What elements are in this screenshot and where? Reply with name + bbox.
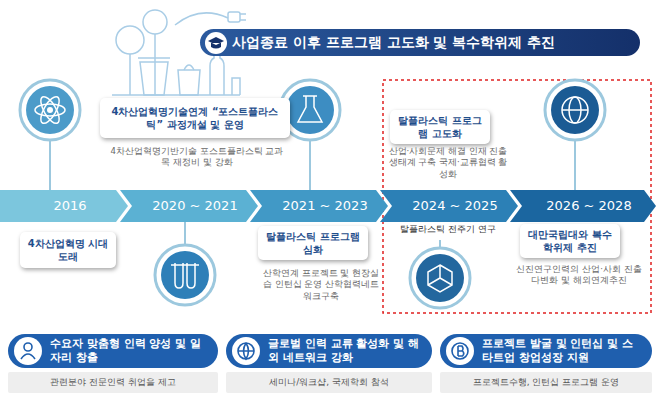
globe-lines <box>238 343 254 359</box>
globe-icon <box>545 80 605 140</box>
milestone-text: 탈플라스틱 프로그램 심화 <box>264 230 362 256</box>
nucleus <box>47 107 53 113</box>
milestone-text: 대만국립대와 복수학위제 추진 <box>526 228 614 254</box>
icon-disc <box>26 86 74 134</box>
plug <box>228 12 240 22</box>
person-body <box>21 354 35 359</box>
coin-symbol <box>458 346 464 356</box>
coin <box>452 343 468 359</box>
icon-glyph <box>21 343 35 359</box>
orbit <box>37 94 62 126</box>
goal-icon <box>445 336 475 366</box>
note-text: 탈플라스틱 전주기 연구 <box>388 224 508 235</box>
title-text: 사업종료 이후 프로그램 고도화 및 복수학위제 추진 <box>232 34 555 50</box>
timeline-chevron: 2026 ~ 2028 <box>510 190 656 222</box>
cup <box>232 78 240 95</box>
flask <box>298 96 322 122</box>
test-tube-icon <box>155 245 215 305</box>
year-label: 2026 ~ 2028 <box>510 190 656 222</box>
goal-icon <box>13 336 43 366</box>
icon-disc <box>205 32 227 54</box>
bottle <box>210 50 224 95</box>
icon-disc <box>416 254 464 302</box>
milestone-box: 대만국립대와 복수학위제 추진 <box>520 224 620 258</box>
tree-crown <box>143 10 167 34</box>
globe <box>238 343 254 359</box>
stem <box>49 140 51 190</box>
icon-glyph <box>238 343 254 359</box>
icon-disc <box>232 337 260 365</box>
goal-pill: 프로젝트 발굴 및 인턴십 및 스타트업 창업성장 지원프로젝트수행, 인턴십 … <box>440 334 652 393</box>
note-text: 4차산업혁명기반기술 포스트플라스틱 교과목 재정비 및 강화 <box>108 146 286 169</box>
orbit <box>37 94 62 126</box>
chevron-fill <box>250 190 388 222</box>
network-icon <box>410 248 470 308</box>
timeline-chevron: 2024 ~ 2025 <box>380 190 518 222</box>
icon-disc <box>286 86 334 134</box>
tree-trunk <box>154 34 156 95</box>
stem <box>309 140 311 190</box>
milestone-box: 탈플라스틱 프로그램 고도화 <box>390 110 490 144</box>
milestone-box: 4차산업혁명 시대도래 <box>20 232 116 268</box>
person-head <box>24 343 32 351</box>
chevron-fill <box>380 190 518 222</box>
graduation-cap-icon <box>205 32 227 54</box>
shopping-bag <box>178 70 200 95</box>
icon-disc <box>551 86 599 134</box>
goal-pill: 수요자 맞춤형 인력 양성 및 일자리 창출관련분야 전문인력 취업을 제고 <box>8 334 218 393</box>
note-text: 산업·사회문제 해결 인재 진출 생태계 구축 국제·교류협력 활성화 <box>388 146 508 180</box>
cap-shape <box>208 37 224 49</box>
note-text: 신진연구인력의 산업·사회 진출 다변화 및 해외연계추진 <box>512 264 646 287</box>
bin-lid <box>138 57 170 59</box>
tree-trunk <box>129 54 131 95</box>
equator <box>562 109 588 111</box>
timeline-chevron: 2016 <box>0 190 128 222</box>
goal-pill: 글로벌 인력 교류 활성화 및 해외 네트워크 강화세미나/워크샵, 국제학회 … <box>226 334 432 393</box>
icon-disc <box>14 337 42 365</box>
orbit <box>35 104 65 116</box>
tube <box>175 263 183 288</box>
tube <box>187 263 195 288</box>
goal-detail: 프로젝트수행, 인턴십 프로그램 운영 <box>440 372 652 393</box>
timeline-chevron: 2021 ~ 2023 <box>250 190 388 222</box>
year-label: 2024 ~ 2025 <box>380 190 518 222</box>
stem <box>184 222 186 246</box>
icon-ring <box>410 248 470 308</box>
stem <box>574 140 576 190</box>
year-label: 2021 ~ 2023 <box>250 190 388 222</box>
icon-ring <box>545 80 605 140</box>
ground-line <box>112 94 240 96</box>
goal-icon <box>231 336 261 366</box>
power-cable <box>175 13 228 25</box>
milestone-text: 4차산업혁명 시대도래 <box>26 237 110 263</box>
title-banner: 사업종료 이후 프로그램 고도화 및 복수학위제 추진 <box>200 29 640 56</box>
bag-handle <box>184 65 194 70</box>
year-label: 2020 ~ 2021 <box>120 190 258 222</box>
timeline-chevron: 2020 ~ 2021 <box>120 190 258 222</box>
milestone-box: 탈플라스틱 프로그램 심화 <box>258 226 368 260</box>
atom-icon <box>20 80 80 140</box>
cube-lines <box>428 265 452 292</box>
chevron-fill <box>510 190 656 222</box>
goal-detail: 세미나/워크샵, 국제학회 참석 <box>226 372 432 393</box>
milestone-box: 4차산업혁명기술연계 “포스트플라스틱” 과정개설 및 운영 <box>100 98 290 138</box>
chevron-fill <box>0 190 128 222</box>
icon-disc <box>446 337 474 365</box>
icon-ring <box>20 80 80 140</box>
globe <box>562 97 588 123</box>
note-text: 산학연계 프로젝트 및 현장실습 인턴십 운영 산학협력네트워크구축 <box>262 268 380 302</box>
goal-detail: 관련분야 전문인력 취업을 제고 <box>8 372 218 393</box>
trash-bin <box>140 62 168 95</box>
year-label: 2016 <box>0 190 128 222</box>
tree-crown <box>116 26 144 54</box>
plug-pins <box>240 14 246 20</box>
chevron-fill <box>120 190 258 222</box>
icon-disc <box>161 251 209 299</box>
milestone-text: 탈플라스틱 프로그램 고도화 <box>396 114 484 140</box>
icon-ring <box>155 245 215 305</box>
milestone-text: 4차산업혁명기술연계 “포스트플라스틱” 과정개설 및 운영 <box>106 105 284 131</box>
icon-glyph <box>452 343 468 359</box>
